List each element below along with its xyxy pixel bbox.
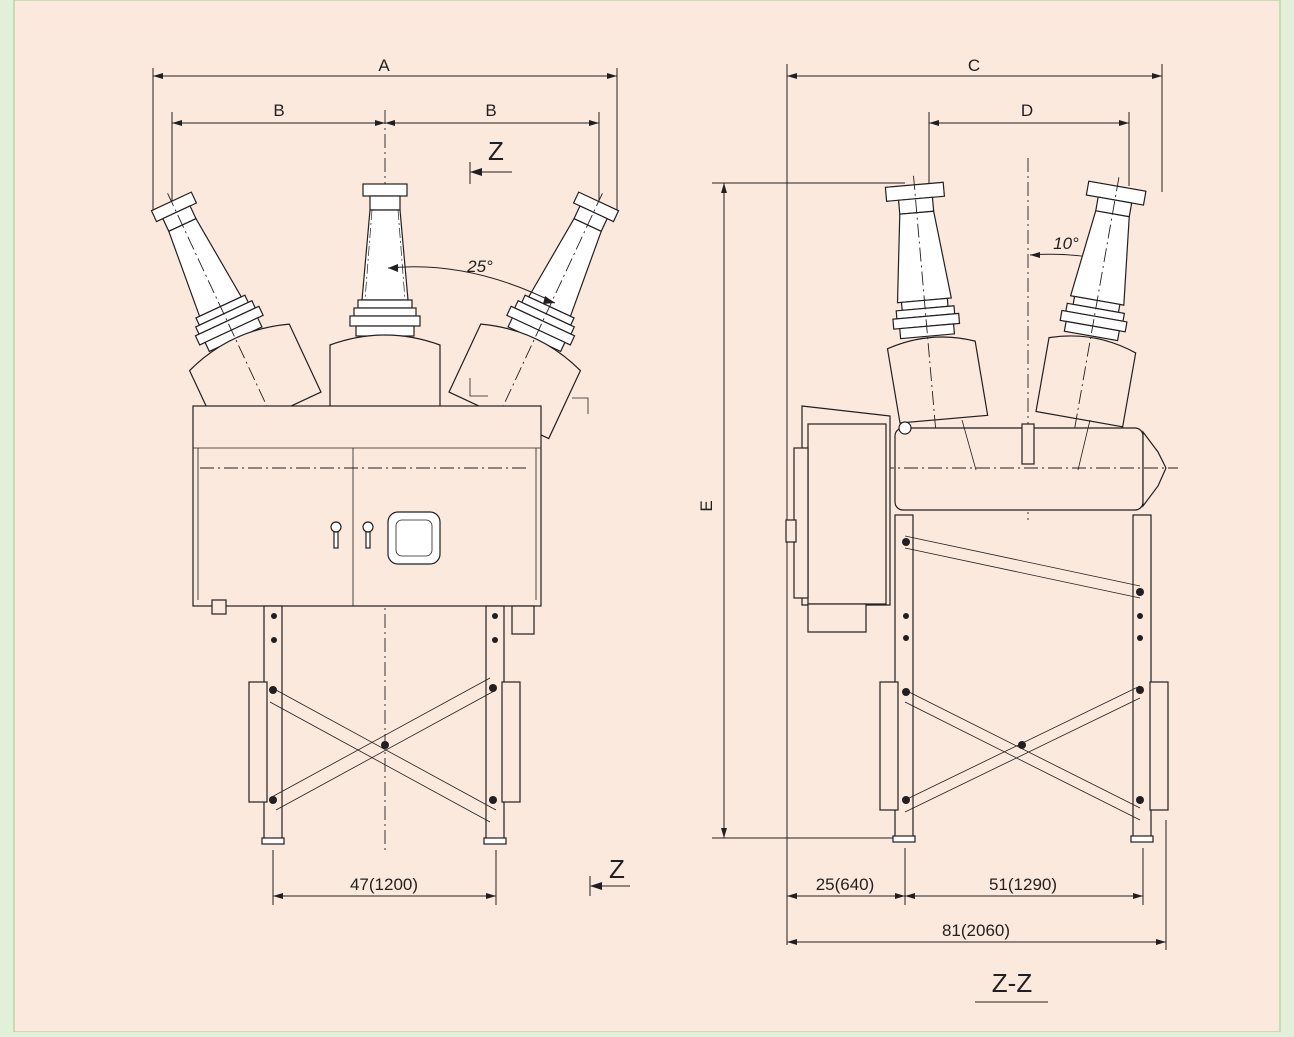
right-bushing — [448, 191, 620, 470]
dim-b-left-label: B — [273, 101, 284, 120]
front-view: A B B Z — [150, 56, 630, 905]
angle-25-label: 25° — [466, 257, 493, 276]
support-frame-front — [248, 605, 521, 845]
dim-c-label: C — [968, 56, 980, 75]
angle-10-label: 10° — [1053, 234, 1079, 253]
side-view: C D E 10° — [697, 56, 1178, 1003]
dim-total-label: 81(2060) — [942, 921, 1010, 940]
section-arrow-top: Z — [469, 136, 512, 184]
dim-e-label: E — [697, 500, 716, 511]
center-bushing — [329, 183, 441, 409]
dim-a-label: A — [378, 56, 390, 75]
side-bushing-left — [884, 175, 989, 480]
section-mark-top: Z — [488, 136, 504, 166]
side-cabinet — [785, 405, 891, 633]
base-width-label: 47(1200) — [350, 875, 418, 894]
cabinet — [192, 405, 542, 635]
section-arrow-bottom: Z — [589, 854, 630, 896]
view-title: Z-Z — [992, 968, 1033, 998]
dim-right-base-label: 51(1290) — [989, 875, 1057, 894]
side-tank — [880, 419, 1178, 511]
dim-b-right-label: B — [485, 101, 496, 120]
dim-d-label: D — [1021, 101, 1033, 120]
dim-left-base-label: 25(640) — [816, 875, 875, 894]
side-bushing-right — [1035, 177, 1147, 478]
support-frame-side — [879, 514, 1169, 843]
section-mark-bottom: Z — [609, 854, 625, 884]
